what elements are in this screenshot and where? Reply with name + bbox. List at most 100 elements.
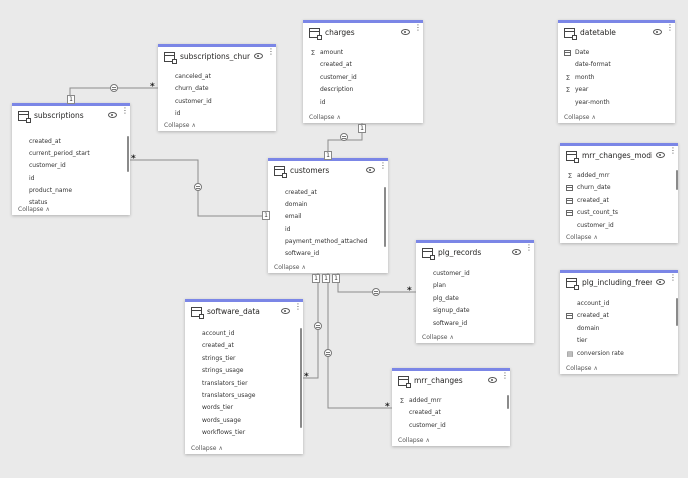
- field-row[interactable]: created_at: [560, 310, 678, 322]
- cross-filter-icon[interactable]: [110, 84, 118, 92]
- more-options-icon[interactable]: ⋮: [525, 243, 533, 252]
- field-row[interactable]: created_at: [268, 187, 388, 199]
- cross-filter-icon[interactable]: [340, 133, 348, 141]
- field-row[interactable]: id: [268, 224, 388, 236]
- field-row[interactable]: payment_method_attached: [268, 236, 388, 248]
- field-row[interactable]: customer_id: [303, 72, 423, 84]
- field-row[interactable]: email: [268, 211, 388, 223]
- collapse-button[interactable]: Collapse∧: [398, 437, 430, 444]
- table-header[interactable]: charges⋮: [303, 23, 423, 45]
- scrollbar[interactable]: [384, 187, 386, 247]
- field-row[interactable]: created_at: [303, 59, 423, 71]
- field-row[interactable]: ▤conversion rate: [560, 348, 678, 360]
- more-options-icon[interactable]: ⋮: [669, 273, 677, 282]
- field-row[interactable]: created_at: [560, 195, 678, 207]
- cross-filter-icon[interactable]: [324, 349, 332, 357]
- field-row[interactable]: year-month: [558, 97, 675, 109]
- field-row[interactable]: account_id: [560, 298, 678, 310]
- field-row[interactable]: workflows_tier: [185, 427, 303, 439]
- table-header[interactable]: subscriptions_churned⋮: [158, 47, 276, 69]
- field-row[interactable]: Date: [558, 47, 675, 59]
- table-header[interactable]: software_data⋮: [185, 302, 303, 324]
- scrollbar[interactable]: [676, 298, 678, 326]
- table-header[interactable]: plg_including_freemi...⋮: [560, 273, 678, 295]
- collapse-button[interactable]: Collapse∧: [18, 206, 50, 213]
- more-options-icon[interactable]: ⋮: [414, 23, 422, 32]
- field-row[interactable]: created_at: [12, 136, 130, 148]
- more-options-icon[interactable]: ⋮: [294, 302, 302, 311]
- collapse-button[interactable]: Collapse∧: [566, 234, 598, 241]
- more-options-icon[interactable]: ⋮: [669, 146, 677, 155]
- field-row[interactable]: id: [12, 173, 130, 185]
- more-options-icon[interactable]: ⋮: [121, 106, 129, 115]
- field-row[interactable]: strings_tier: [185, 353, 303, 365]
- more-options-icon[interactable]: ⋮: [379, 161, 387, 170]
- field-row[interactable]: customer_id: [392, 420, 510, 432]
- field-row[interactable]: customer_id: [158, 96, 276, 108]
- table-header[interactable]: mrr_changes⋮: [392, 371, 510, 393]
- collapse-button[interactable]: Collapse∧: [164, 122, 196, 129]
- field-row[interactable]: words_usage: [185, 415, 303, 427]
- collapse-button[interactable]: Collapse∧: [274, 264, 306, 271]
- scrollbar[interactable]: [676, 170, 678, 190]
- eye-icon[interactable]: [254, 53, 263, 59]
- more-options-icon[interactable]: ⋮: [267, 47, 275, 56]
- rel-customers-mrr-changes[interactable]: [327, 273, 392, 409]
- table-header[interactable]: datetable⋮: [558, 23, 675, 45]
- field-row[interactable]: tier: [560, 335, 678, 347]
- eye-icon[interactable]: [366, 167, 375, 173]
- field-row[interactable]: account_id: [185, 328, 303, 340]
- table-header[interactable]: customers⋮: [268, 161, 388, 183]
- scrollbar[interactable]: [507, 395, 509, 409]
- field-row[interactable]: translators_tier: [185, 378, 303, 390]
- field-row[interactable]: signup_date: [416, 305, 534, 317]
- table-header[interactable]: mrr_changes_modified⋮: [560, 146, 678, 168]
- more-options-icon[interactable]: ⋮: [666, 23, 674, 32]
- eye-icon[interactable]: [653, 29, 662, 35]
- field-row[interactable]: created_at: [185, 340, 303, 352]
- field-row[interactable]: status: [12, 197, 130, 209]
- field-row[interactable]: translators_usage: [185, 390, 303, 402]
- field-row[interactable]: date-format: [558, 59, 675, 71]
- eye-icon[interactable]: [512, 249, 521, 255]
- field-row[interactable]: domain: [560, 323, 678, 335]
- field-row[interactable]: strings_usage: [185, 365, 303, 377]
- field-row[interactable]: created_at: [392, 407, 510, 419]
- field-row[interactable]: software_id: [268, 248, 388, 260]
- table-header[interactable]: plg_records⋮: [416, 243, 534, 265]
- eye-icon[interactable]: [281, 308, 290, 314]
- scrollbar[interactable]: [127, 136, 129, 172]
- field-row[interactable]: customer_id: [12, 160, 130, 172]
- field-row[interactable]: domain: [268, 199, 388, 211]
- field-row[interactable]: description: [303, 84, 423, 96]
- field-row[interactable]: id: [158, 108, 276, 120]
- field-row[interactable]: churn_date: [158, 83, 276, 95]
- cross-filter-icon[interactable]: [314, 322, 322, 330]
- eye-icon[interactable]: [401, 29, 410, 35]
- field-row[interactable]: canceled_at: [158, 71, 276, 83]
- collapse-button[interactable]: Collapse∧: [566, 365, 598, 372]
- field-row[interactable]: plg_date: [416, 293, 534, 305]
- cross-filter-icon[interactable]: [372, 288, 380, 296]
- field-row[interactable]: software_id: [416, 318, 534, 330]
- eye-icon[interactable]: [656, 279, 665, 285]
- collapse-button[interactable]: Collapse∧: [309, 114, 341, 121]
- collapse-button[interactable]: Collapse∧: [191, 445, 223, 452]
- field-row[interactable]: customer_id: [560, 220, 678, 232]
- field-row[interactable]: customer_id: [416, 268, 534, 280]
- eye-icon[interactable]: [656, 152, 665, 158]
- scrollbar[interactable]: [300, 328, 302, 428]
- field-row[interactable]: current_period_start: [12, 148, 130, 160]
- field-row[interactable]: words_tier: [185, 402, 303, 414]
- field-row[interactable]: cust_count_ts: [560, 207, 678, 219]
